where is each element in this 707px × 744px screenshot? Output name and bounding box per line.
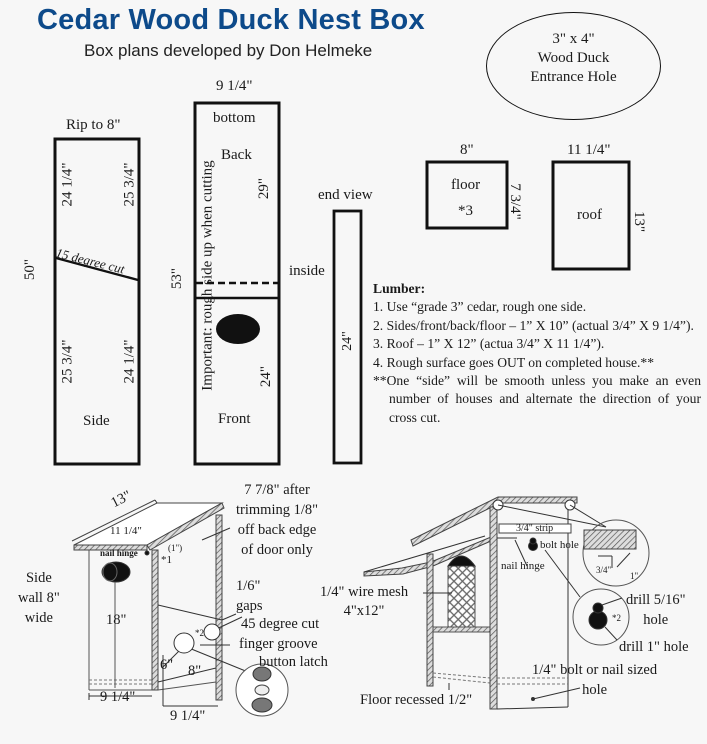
trim-note-line: 7 7/8" after [244, 482, 310, 498]
back-length-dim: 29" [256, 177, 273, 200]
strip-label: 3/4" strip [516, 523, 554, 534]
side-total-length: 50" [22, 258, 39, 281]
left-nail-hinge: nail hinge [100, 548, 138, 558]
side-upper-right-dim: 25 3/4" [121, 162, 138, 207]
end-view-board [332, 209, 363, 465]
dim-8: 8" [188, 663, 202, 679]
left-roof-width: 11 1/4" [110, 525, 142, 537]
lumber-item: 3. Roof – 1” X 12” (actua 3/4” X 11 1/4”… [373, 336, 605, 352]
back-width-label: 9 1/4" [216, 78, 253, 94]
lumber-heading: Lumber: [373, 281, 426, 296]
lumber-footnote: **One “side” will be smooth unless you m… [373, 373, 701, 425]
page-subtitle: Box plans developed by Don Helmeke [84, 41, 373, 60]
side-upper-left-dim: 24 1/4" [59, 162, 76, 207]
lumber-notes: Lumber: 1. Use “grade 3” cedar, rough on… [373, 280, 707, 427]
drill-516-line: hole [643, 612, 669, 628]
entrance-hole-size: 3" x 4" [552, 31, 595, 47]
front-length-dim: 24" [258, 365, 275, 388]
side-wall-line: wide [24, 610, 53, 626]
end-view-title: end view [318, 187, 373, 203]
bolt-nail-line: hole [582, 682, 608, 698]
left-box-drawing [71, 499, 289, 717]
roof-height-dim: 13" [631, 210, 648, 233]
floor-recessed-label: Floor recessed 1/2" [360, 692, 473, 708]
lumber-item: 2. Sides/front/back/floor – 1” X 10” (ac… [373, 317, 694, 333]
left-height-dim: 18" [106, 612, 127, 628]
side-lower-right-dim: 24 1/4" [121, 339, 138, 384]
entrance-hole-label-1: Wood Duck [537, 50, 610, 66]
side-cut-line [55, 256, 139, 282]
end-view-inside-label: inside [289, 263, 325, 279]
bolt-nail-label: 1/4" bolt or nail sized hole [532, 660, 657, 700]
drill-516-line: drill 5/16" [626, 592, 686, 608]
trim-note-line: of door only [241, 542, 313, 558]
floor-width-label: 8" [460, 142, 474, 158]
front-board-name: Front [218, 411, 251, 427]
entrance-hole-label-2: Entrance Hole [530, 69, 617, 85]
back-board-name: Back [221, 147, 252, 163]
gaps-line: gaps [236, 598, 263, 614]
trim-note: 7 7/8" after trimming 1/8" off back edge… [236, 480, 318, 560]
floor-board-name: floor [451, 177, 481, 193]
lumber-item: 1. Use “grade 3” cedar, rough one side. [373, 299, 587, 315]
right-nail-hinge: nail hinge [501, 560, 545, 572]
entrance-hole-shape [216, 314, 260, 344]
back-bottom-label: bottom [213, 110, 256, 126]
entrance-hole-ellipse: 3" x 4" Wood Duck Entrance Hole [486, 12, 661, 120]
back-front-board [193, 101, 281, 466]
right-marker-2: *2 [612, 613, 621, 623]
detail-1: 1" [630, 571, 639, 581]
wire-mesh-label: 1/4" wire mesh 4"x12" [320, 583, 408, 621]
floor-board [425, 160, 509, 230]
button-latch-label: button latch [259, 654, 328, 670]
trim-note-line: trimming 1/8" [236, 502, 319, 518]
side-board-name: Side [83, 413, 110, 429]
left-marker-1: *1 [161, 554, 172, 566]
gaps-label: 1/6" gaps [236, 576, 263, 616]
wire-mesh-line: 4"x12" [343, 603, 385, 619]
side-rip-label: Rip to 8" [66, 117, 121, 133]
cut-45-label: 45 degree cut [241, 616, 320, 632]
side-board [53, 137, 141, 466]
floor-note: *3 [458, 203, 473, 219]
side-lower-left-dim: 25 3/4" [59, 339, 76, 384]
rough-side-note: Important: rough side up when cutting [199, 160, 216, 391]
roof-width-label: 11 1/4" [567, 142, 611, 158]
gaps-line: 1/6" [236, 578, 261, 594]
side-wall-line: Side [25, 570, 52, 586]
base-right-dim: 9 1/4" [170, 708, 206, 724]
base-left-dim: 9 1/4" [100, 689, 136, 705]
end-view-length: 24" [339, 331, 355, 351]
drill-516-label: drill 5/16" hole [626, 590, 686, 630]
drill-1-label: drill 1" hole [619, 639, 689, 655]
left-marker-2: *2 [195, 628, 204, 638]
page-title: Cedar Wood Duck Nest Box [37, 4, 425, 36]
left-small-dim: (1") [168, 543, 183, 553]
trim-note-line: off back edge [237, 522, 317, 538]
lumber-item: 4. Rough surface goes OUT on completed h… [373, 354, 655, 370]
detail-34: 3/4" [596, 565, 612, 575]
back-front-total-length: 53" [169, 267, 186, 290]
side-wall-line: wall 8" [18, 590, 60, 606]
side-wall-label: Side wall 8" wide [18, 568, 60, 628]
right-box-drawing [363, 496, 650, 710]
finger-groove-label: finger groove [239, 636, 318, 652]
bolt-nail-line: 1/4" bolt or nail sized [532, 662, 658, 678]
wire-mesh-line: 1/4" wire mesh [320, 584, 409, 600]
roof-board [551, 160, 631, 271]
bolt-hole-label: bolt hole [540, 539, 579, 551]
dim-6: 6" [160, 657, 174, 673]
roof-board-name: roof [577, 207, 602, 223]
floor-height-dim: 7 3/4" [506, 183, 523, 220]
